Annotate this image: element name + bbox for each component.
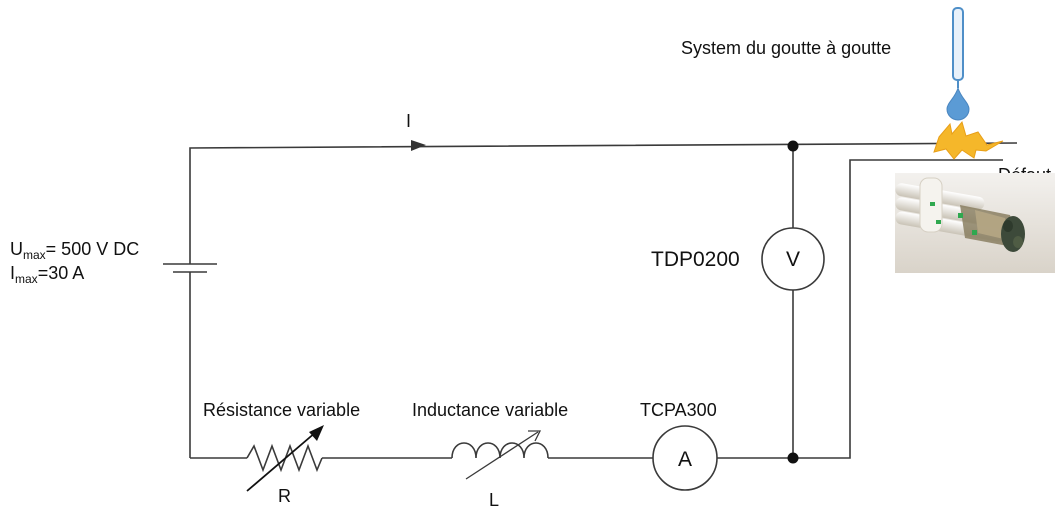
circuit-wires	[189, 142, 1018, 459]
inductor-variable-arrow	[465, 431, 539, 480]
water-drop-icon	[946, 86, 970, 121]
ammeter-letter: A	[678, 448, 692, 471]
dc-source	[163, 263, 217, 273]
inductor-letter: L	[489, 490, 499, 508]
voltmeter-probe-label: TDP0200	[651, 248, 740, 271]
lightning-spark-icon	[933, 120, 1004, 160]
resistor-title: Résistance variable	[203, 400, 360, 420]
current-label: I	[406, 111, 411, 131]
voltmeter-symbol	[761, 227, 825, 291]
current-arrow	[411, 140, 426, 151]
resistor-arrowhead	[309, 425, 324, 441]
drip-tube-icon	[952, 7, 964, 88]
ammeter-probe-label: TCPA300	[640, 400, 717, 420]
ammeter-symbol	[652, 425, 718, 491]
junction-top	[787, 140, 799, 152]
junction-bottom	[787, 452, 799, 464]
voltmeter-letter: V	[786, 248, 800, 271]
resistor-letter: R	[278, 486, 291, 506]
inductor-arrowhead	[528, 430, 542, 442]
resistor-variable-arrow	[246, 431, 317, 492]
umax-label: Umax= 500 V DC	[10, 239, 139, 262]
imax-label: Imax=30 A	[10, 263, 84, 286]
damaged-cable-photo	[895, 173, 1055, 273]
inductor-symbol	[451, 442, 549, 459]
drip-system-label: System du goutte à goutte	[681, 38, 891, 58]
inductor-title: Inductance variable	[412, 400, 568, 420]
